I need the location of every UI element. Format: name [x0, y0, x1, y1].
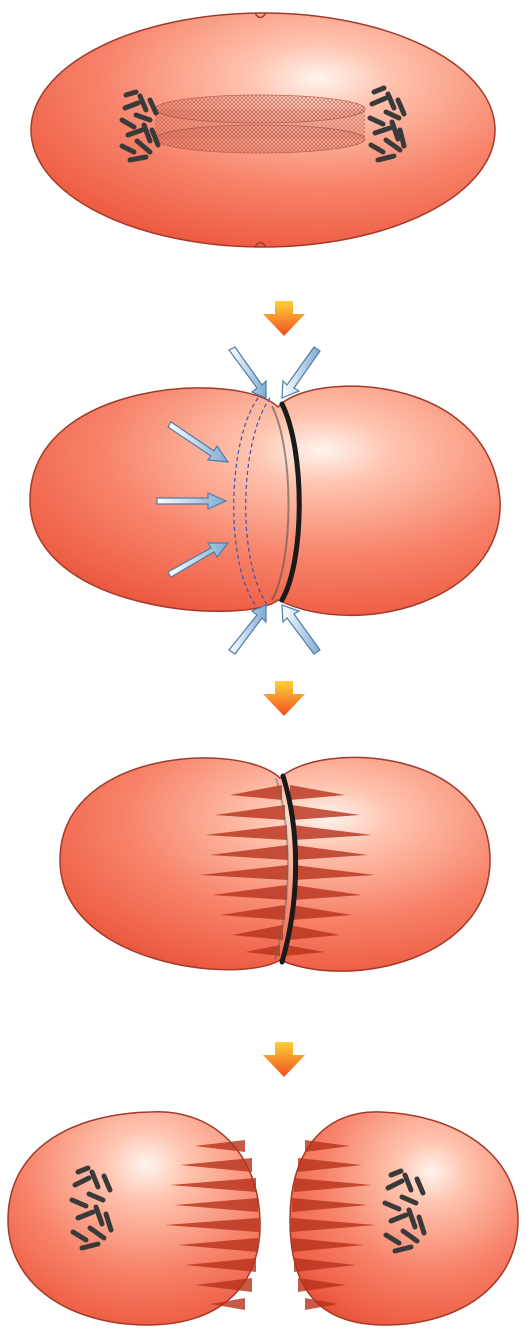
stage-4-right-daughter-cell [290, 1112, 518, 1325]
step-arrow-1 [263, 301, 305, 336]
step-arrow-3 [263, 1042, 305, 1077]
stage-3-cell [60, 757, 490, 971]
stage-4-left-daughter-cell [8, 1112, 260, 1325]
stage-2-cell [30, 347, 500, 654]
spindle-fibers [155, 95, 365, 153]
step-arrow-2 [263, 681, 305, 716]
stage-2-cell-body [30, 386, 500, 615]
pressure-arrow-bottom-left [229, 605, 266, 654]
stage-1-cell [31, 13, 495, 247]
